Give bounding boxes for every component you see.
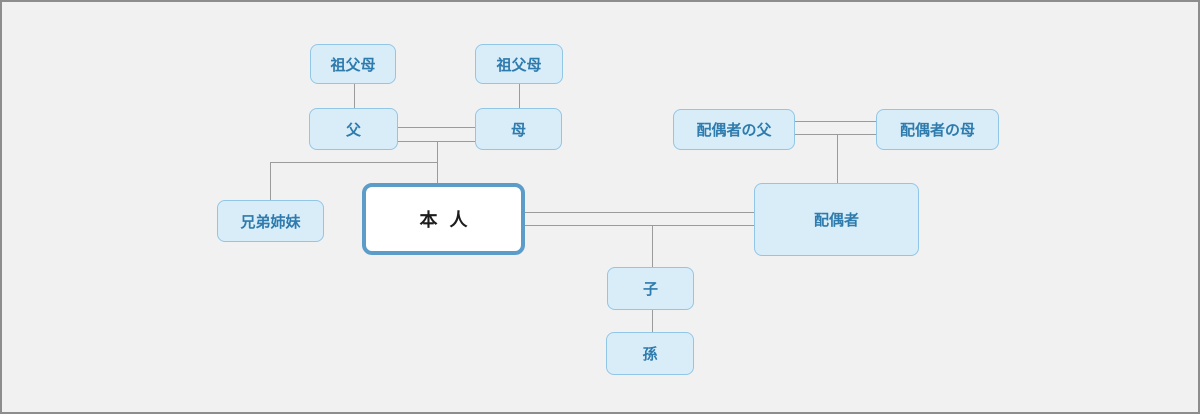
line-father-mother-marriage-top (398, 127, 475, 128)
line-parents-to-self (437, 141, 438, 183)
node-grandchild: 孫 (606, 332, 694, 375)
node-spouse-father: 配偶者の父 (673, 109, 795, 150)
line-self-spouse-marriage-bottom (525, 225, 754, 226)
node-self: 本人 (362, 183, 525, 255)
node-mother: 母 (475, 108, 562, 150)
node-spouse-mother: 配偶者の母 (876, 109, 999, 150)
node-spouse-mother-label: 配偶者の母 (899, 122, 975, 139)
line-self-spouse-marriage-top (525, 212, 754, 213)
node-grandparents-maternal: 祖父母 (475, 44, 563, 84)
node-child: 子 (607, 267, 694, 310)
line-child-to-grandchild (652, 310, 653, 332)
node-siblings: 兄弟姉妹 (217, 200, 324, 242)
line-spouse-parents-marriage-bottom (795, 134, 876, 135)
line-grandparents-paternal-to-father (354, 84, 355, 108)
line-grandparents-maternal-to-mother (519, 84, 520, 108)
node-father: 父 (309, 108, 398, 150)
node-grandparents-maternal-label: 祖父母 (496, 56, 542, 74)
node-child-label: 子 (642, 281, 658, 298)
node-grandparents-paternal-label: 祖父母 (330, 56, 376, 74)
node-spouse: 配偶者 (754, 183, 919, 256)
node-siblings-label: 兄弟姉妹 (240, 213, 301, 231)
node-grandchild-label: 孫 (642, 346, 658, 363)
node-self-label: 本人 (419, 210, 480, 230)
line-couple-to-child (652, 225, 653, 267)
line-father-mother-marriage-bottom (398, 141, 475, 142)
line-siblings-drop (270, 162, 271, 200)
node-mother-label: 母 (510, 121, 526, 139)
node-spouse-father-label: 配偶者の父 (696, 122, 772, 139)
line-spouse-parents-to-spouse (837, 134, 838, 183)
node-father-label: 父 (345, 121, 361, 139)
node-spouse-label: 配偶者 (813, 212, 859, 229)
line-siblings-branch (270, 162, 437, 163)
line-spouse-parents-marriage-top (795, 121, 876, 122)
node-grandparents-paternal: 祖父母 (310, 44, 396, 84)
